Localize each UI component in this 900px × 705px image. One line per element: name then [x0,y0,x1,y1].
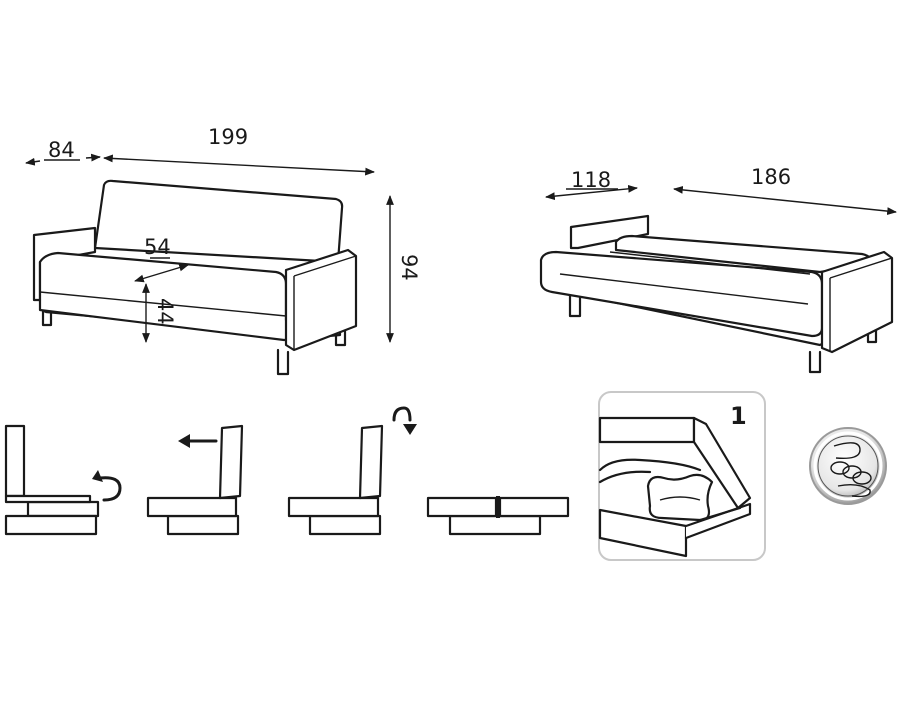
sofa-drawing [25,153,394,376]
step-4-diagram [426,496,570,536]
fold-down-arrow-icon [392,406,412,422]
seat-depth-label: 54 [144,235,171,259]
curved-arrow-icon [98,476,122,502]
width-label: 199 [208,125,248,149]
left-arrow-head [178,434,190,448]
bed-depth-label: 118 [571,168,611,192]
step-2-diagram [146,424,244,536]
seat-height-label: 44 [153,298,177,325]
bed-drawing [539,184,897,374]
bed-width-label: 186 [751,165,791,189]
step-3-diagram [287,424,384,536]
height-label: 94 [397,254,421,281]
storage-step-number: 1 [730,402,747,430]
storage-panel [598,391,766,561]
fold-down-arrow-head [403,424,417,435]
step-1-diagram [4,424,100,536]
depth-label: 84 [48,138,75,162]
coil-spring-icon [809,427,887,505]
curved-arrow-head [92,470,103,482]
storage-compartment-icon [598,416,752,558]
